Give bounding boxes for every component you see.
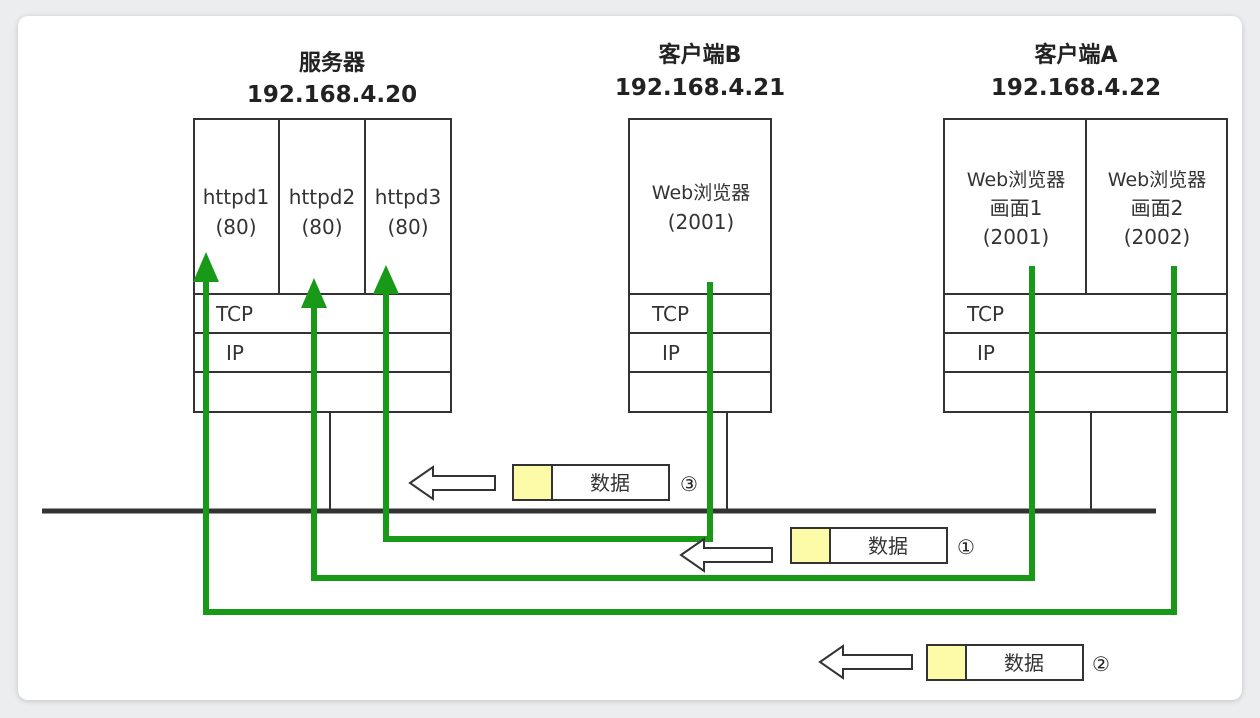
packet-2: 数据 ② <box>818 644 1110 681</box>
client-a-name: 客户端A <box>1034 42 1117 68</box>
client-b-host: 客户端B 192.168.4.21 Web浏览器 (2001) TCP IP <box>615 42 785 511</box>
client-b-name: 客户端B <box>659 42 742 68</box>
server-host: 服务器 192.168.4.20 httpd1 (80) httpd2 (80)… <box>193 51 452 511</box>
client-b-ip: 192.168.4.21 <box>615 75 785 101</box>
client-b-app-line: (2001) <box>668 210 735 234</box>
packet-number: ② <box>1092 652 1110 676</box>
packet-label: 数据 <box>590 471 630 495</box>
client-b-tcp-layer: TCP <box>651 302 689 326</box>
client-a-app-line: 画面2 <box>1131 196 1184 220</box>
client-a-tcp-layer: TCP <box>966 302 1004 326</box>
client-b-app-line: Web浏览器 <box>652 182 750 204</box>
packet-label: 数据 <box>868 534 908 558</box>
hollow-left-arrow-icon <box>679 537 773 573</box>
server-name: 服务器 <box>299 51 366 76</box>
server-ip: 192.168.4.20 <box>247 82 417 108</box>
client-a-app-line: Web浏览器 <box>1108 169 1206 191</box>
packet-header <box>512 464 553 501</box>
client-a-app-line: Web浏览器 <box>967 169 1065 191</box>
server-app-name: httpd1 <box>203 185 269 209</box>
packet-1: 数据 ① <box>679 527 975 573</box>
client-b-ip-layer: IP <box>662 341 680 365</box>
server-app-port: (80) <box>387 215 428 239</box>
packet-header <box>926 644 967 681</box>
server-app-name: httpd3 <box>375 185 441 209</box>
server-app-port: (80) <box>215 215 256 239</box>
server-box <box>193 118 452 413</box>
server-ip-layer: IP <box>226 341 244 365</box>
flow-path-client-b-to-httpd3 <box>383 282 713 542</box>
server-app-name: httpd2 <box>289 185 355 209</box>
client-a-app-line: (2001) <box>983 225 1050 249</box>
packet-label: 数据 <box>1004 651 1044 675</box>
packet-header <box>790 527 831 564</box>
client-a-host: 客户端A 192.168.4.22 Web浏览器 画面1 (2001) Web浏… <box>943 42 1228 511</box>
hollow-left-arrow-icon <box>818 644 913 680</box>
server-tcp-layer: TCP <box>215 302 253 326</box>
client-a-app-line: (2002) <box>1124 225 1191 249</box>
flow-path-client-a2-to-httpd1 <box>203 266 1177 615</box>
flow-arrowhead-httpd3 <box>373 265 399 294</box>
flow-arrowhead-httpd2 <box>301 278 327 308</box>
client-a-ip-layer: IP <box>977 341 995 365</box>
client-b-box <box>628 118 772 413</box>
packet-3: 数据 ③ <box>408 464 698 501</box>
client-a-app-line: 画面1 <box>990 196 1043 220</box>
flow-arrowhead-httpd1 <box>193 252 219 282</box>
server-app-port: (80) <box>301 215 342 239</box>
hollow-left-arrow-icon <box>408 465 496 501</box>
client-a-ip: 192.168.4.22 <box>991 75 1161 101</box>
flow-path-client-a1-to-httpd2 <box>311 266 1035 581</box>
packet-number: ① <box>957 535 975 559</box>
packet-number: ③ <box>680 472 698 496</box>
